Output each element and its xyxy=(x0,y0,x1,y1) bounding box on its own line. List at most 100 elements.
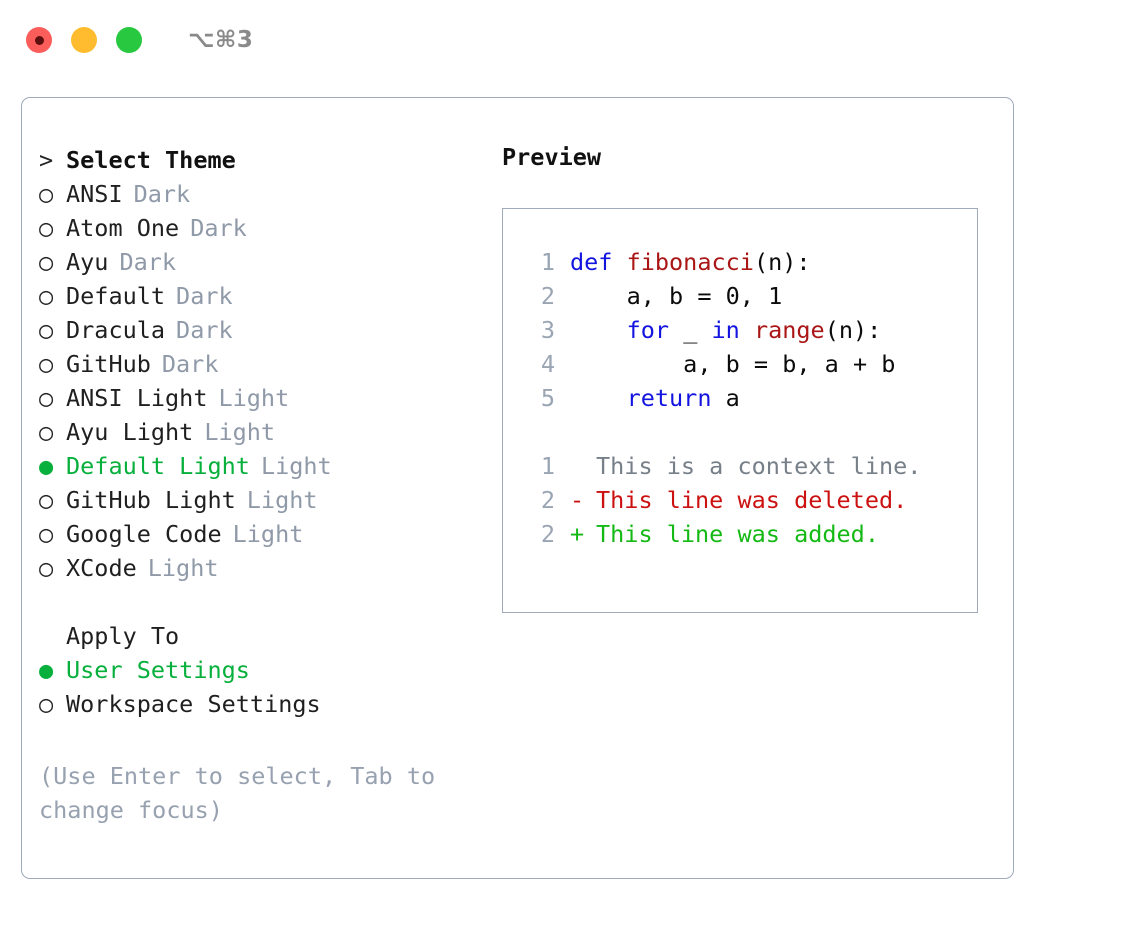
code-line-number: 3 xyxy=(540,316,555,344)
keyboard-hint: (Use Enter to select, Tab to change focu… xyxy=(39,759,449,827)
theme-option-variant: Dark xyxy=(176,282,233,310)
theme-option-row[interactable]: ○ Ayu Dark xyxy=(39,245,502,279)
radio-unselected-icon: ○ xyxy=(39,520,54,548)
radio-unselected-icon: ○ xyxy=(39,554,54,582)
theme-option-variant: Dark xyxy=(161,350,219,378)
code-line: 3 for _ in range(n): xyxy=(503,313,977,347)
diff-line-body: This line was deleted. xyxy=(596,486,908,514)
theme-option-row[interactable]: ○ GitHub Dark xyxy=(39,347,502,381)
theme-option-name: GitHub Light xyxy=(66,486,236,514)
diff-line: 2-This line was deleted. xyxy=(503,483,977,517)
apply-to-option-list: ●User Settings ○ Workspace Settings xyxy=(39,653,502,721)
theme-option-name: GitHub xyxy=(66,350,151,378)
theme-option-name: ANSI xyxy=(66,180,123,208)
radio-unselected-icon: ○ xyxy=(39,316,54,344)
theme-list-heading-label: Select Theme xyxy=(66,146,236,174)
section-spacer xyxy=(39,585,502,619)
diff-sign-marker: - xyxy=(570,486,585,514)
keyboard-hint-line-1: (Use Enter to select, Tab to xyxy=(39,762,436,790)
radio-unselected-icon: ○ xyxy=(39,690,54,718)
code-token: def xyxy=(570,248,627,276)
theme-option-variant: Dark xyxy=(133,180,191,208)
diff-line-body: This is a context line. xyxy=(596,452,922,480)
close-button-icon[interactable] xyxy=(26,27,52,53)
code-diff-spacer xyxy=(503,415,977,449)
preview-title: Preview xyxy=(502,143,602,171)
code-token xyxy=(570,384,627,412)
theme-option-row[interactable]: ○ Dracula Dark xyxy=(39,313,502,347)
radio-unselected-icon: ○ xyxy=(39,384,54,412)
code-line: 4 a, b = b, a + b xyxy=(503,347,977,381)
radio-unselected-icon: ○ xyxy=(39,248,54,276)
theme-option-row[interactable]: ○ XCode Light xyxy=(39,551,502,585)
radio-unselected-icon: ○ xyxy=(39,282,54,310)
theme-option-variant: Light xyxy=(204,418,276,446)
theme-option-name: Google Code xyxy=(66,520,222,548)
code-line-text: def fibonacci(n): xyxy=(555,245,811,279)
theme-option-name: Dracula xyxy=(66,316,166,344)
theme-option-variant: Light xyxy=(246,486,318,514)
diff-line-text: This is a context line. xyxy=(555,449,921,483)
diff-sign-marker xyxy=(570,449,596,483)
diff-line-text: +This line was added. xyxy=(555,517,879,551)
code-line-text: a, b = b, a + b xyxy=(555,347,895,381)
theme-list-heading: > Select Theme xyxy=(39,143,502,177)
code-token: _ xyxy=(669,316,712,344)
window-titlebar: ⌥⌘3 xyxy=(0,0,1140,80)
code-token: a xyxy=(711,384,740,412)
theme-option-name: XCode xyxy=(66,554,137,582)
code-line: 2 a, b = 0, 1 xyxy=(503,279,977,313)
theme-option-name: Ayu xyxy=(66,248,109,276)
diff-line-text: -This line was deleted. xyxy=(555,483,907,517)
apply-to-option-label: Workspace Settings xyxy=(66,690,321,718)
theme-option-variant: Dark xyxy=(119,248,177,276)
theme-option-name: Ayu Light xyxy=(66,418,194,446)
code-line: 5 return a xyxy=(503,381,977,415)
apply-to-heading: Apply To xyxy=(39,619,502,653)
code-token: (n): xyxy=(753,248,811,276)
theme-option-variant: Dark xyxy=(176,316,233,344)
apply-to-heading-label: Apply To xyxy=(66,622,180,650)
radio-selected-icon: ● xyxy=(39,452,54,480)
minimize-button-icon[interactable] xyxy=(71,27,97,53)
apply-to-option-row[interactable]: ○ Workspace Settings xyxy=(39,687,502,721)
code-token xyxy=(740,316,754,344)
code-line-number: 1 xyxy=(540,248,555,276)
code-line-number: 5 xyxy=(540,384,555,412)
spacer-icon xyxy=(39,619,66,653)
diff-sign-marker: + xyxy=(570,520,585,548)
radio-unselected-icon: ○ xyxy=(39,350,54,378)
cursor-caret-icon: > xyxy=(39,146,54,174)
radio-unselected-icon: ○ xyxy=(39,214,54,242)
diff-line-number: 2 xyxy=(540,520,555,548)
diff-sample: 1 This is a context line. 2-This line was… xyxy=(503,449,977,551)
code-line-number: 4 xyxy=(540,350,555,378)
code-token: a, b = b, a + b xyxy=(570,350,896,378)
apply-to-option-row[interactable]: ●User Settings xyxy=(39,653,502,687)
code-token: range xyxy=(753,316,825,344)
code-token xyxy=(570,316,627,344)
zoom-button-icon[interactable] xyxy=(116,27,142,53)
theme-option-variant: Light xyxy=(218,384,290,412)
code-line-text: a, b = 0, 1 xyxy=(555,279,783,313)
code-token: fibonacci xyxy=(626,248,754,276)
theme-option-variant: Light xyxy=(260,452,332,480)
code-token: return xyxy=(626,384,712,412)
theme-option-variant: Light xyxy=(147,554,219,582)
radio-selected-icon: ● xyxy=(39,656,54,684)
diff-line-number: 1 xyxy=(540,452,555,480)
